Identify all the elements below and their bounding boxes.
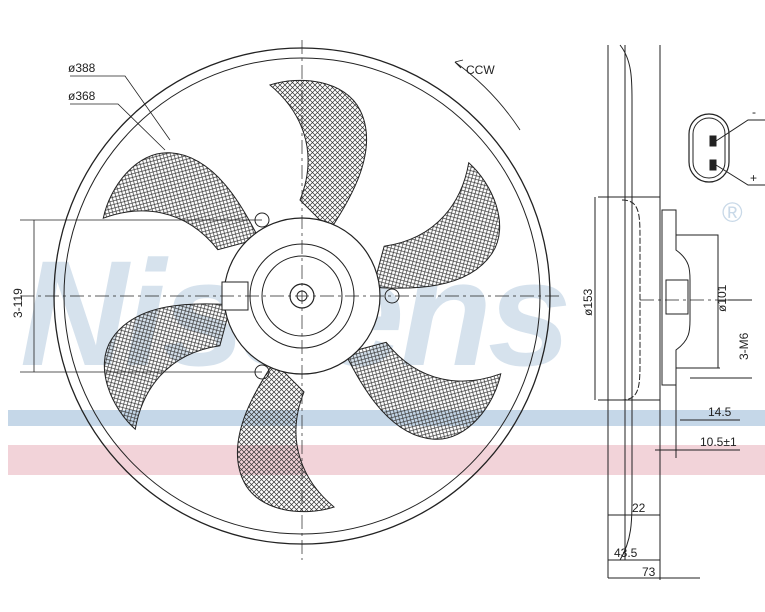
mount-spacing-label: 3-119 (11, 288, 25, 318)
watermark-stripe-red (8, 445, 765, 475)
fan-blades (82, 79, 522, 513)
motor-diameter-label: ø101 (715, 284, 729, 312)
dim-10-5: 10.5±1 (700, 435, 737, 449)
pin-plus (709, 159, 717, 171)
registered-mark: ® (722, 197, 743, 228)
dim-73: 73 (642, 565, 656, 579)
rotation-label: CCW (466, 63, 495, 77)
dim-43-5: 43.5 (614, 546, 638, 560)
dim-14-5: 14.5 (708, 405, 732, 419)
pin-minus (709, 135, 717, 147)
connector-detail (688, 113, 765, 186)
fan-side-view (594, 44, 752, 580)
side-connector (665, 279, 689, 315)
connector-plus-label: + (750, 171, 757, 185)
shroud-diameter-label: ø153 (581, 288, 595, 316)
dim-22: 22 (632, 501, 646, 515)
thread-label: 3-M6 (737, 332, 751, 360)
watermark-stripe-blue (8, 410, 765, 426)
inner-diameter-label: ø368 (68, 89, 96, 103)
connector-minus-label: - (752, 105, 756, 119)
fan-front-view (20, 40, 560, 560)
outer-diameter-label: ø388 (68, 61, 96, 75)
